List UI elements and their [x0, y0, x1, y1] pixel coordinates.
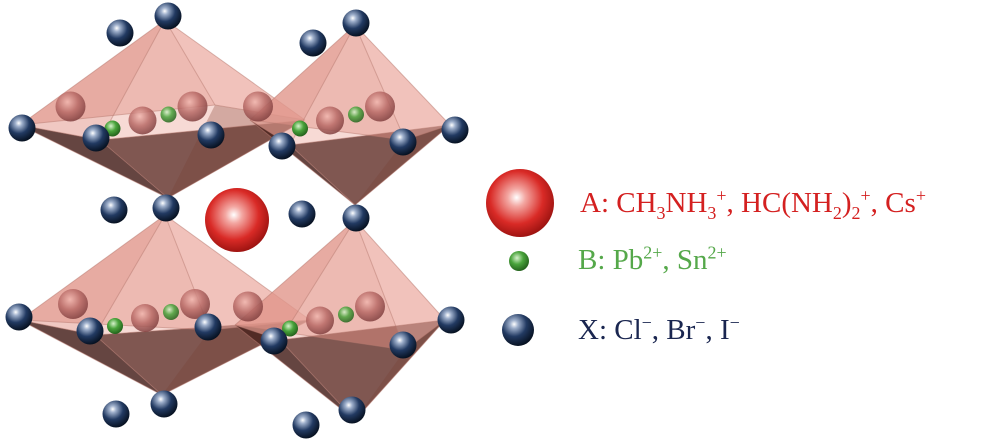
inner-sphere — [128, 106, 157, 135]
octahedron-edge — [164, 19, 216, 106]
b-ion-sphere — [104, 120, 121, 137]
legend-x-label: X: Cl−, Br−, I− — [578, 311, 740, 346]
inner-sphere — [55, 91, 86, 122]
legend-b-row: B: Pb2+, Sn2+ — [508, 242, 727, 276]
octahedron-1 — [19, 19, 306, 199]
navy-sphere-icon — [502, 314, 534, 346]
legend-x-row: X: Cl−, Br−, I− — [500, 312, 740, 348]
octahedron-edge — [99, 139, 169, 199]
x-anion-sphere — [150, 390, 178, 418]
x-anion-sphere — [100, 196, 128, 224]
octahedron-edge — [19, 124, 169, 199]
a-site-cation-sphere — [205, 188, 269, 252]
octahedron-face — [20, 215, 165, 335]
octahedron-edge — [19, 214, 166, 321]
b-ion-sphere — [338, 306, 354, 323]
octahedron-face — [250, 25, 355, 145]
octahedron-edge — [249, 119, 356, 206]
x-anion-sphere — [342, 9, 370, 37]
octahedron-edge — [354, 24, 406, 141]
octahedron-edge — [279, 219, 356, 341]
x-anion-sphere — [5, 303, 33, 331]
legend-b-label: B: Pb2+, Sn2+ — [578, 242, 727, 276]
octahedron-edge — [99, 19, 166, 141]
x-anion-sphere — [102, 400, 130, 428]
x-anion-sphere — [338, 396, 366, 424]
b-ion-sphere — [348, 106, 364, 123]
inner-sphere — [131, 304, 159, 332]
x-anion-sphere — [292, 411, 320, 439]
octahedron-edge — [354, 219, 446, 321]
b-ion-sphere — [163, 304, 179, 320]
small-green-sphere-icon — [509, 250, 529, 271]
x-anion-sphere — [342, 204, 370, 232]
octahedron-edge — [354, 319, 446, 421]
octahedron-edge — [234, 324, 356, 421]
b-ion-sphere — [160, 106, 177, 123]
legend-a-row: A: CH3NH3+, HC(NH2)2+, Cs+ — [484, 167, 926, 239]
inner-sphere — [58, 289, 88, 319]
octahedron-edge — [354, 24, 451, 126]
large-red-sphere-icon — [486, 169, 554, 237]
x-anion-sphere — [76, 317, 104, 345]
inner-sphere — [365, 91, 395, 122]
x-anion-sphere — [152, 194, 180, 222]
inner-sphere — [180, 289, 210, 319]
x-anion-sphere — [288, 200, 316, 228]
octahedron-edge — [354, 219, 406, 351]
inner-sphere — [355, 291, 385, 322]
octahedron-edge — [94, 334, 163, 396]
inner-sphere — [233, 291, 263, 322]
x-anion-sphere — [268, 132, 296, 160]
x-anion-sphere — [441, 116, 469, 144]
octahedron-2 — [243, 24, 451, 206]
octahedron-edge — [19, 19, 166, 126]
octahedron-edge — [234, 324, 406, 351]
b-ion-sphere — [282, 320, 298, 337]
inner-sphere — [243, 91, 273, 122]
x-anion-sphere — [8, 114, 36, 142]
octahedron-face — [235, 220, 355, 340]
x-anion-sphere — [194, 313, 222, 341]
x-anion-sphere — [82, 124, 110, 152]
ions-layer — [5, 2, 469, 439]
x-anion-sphere — [437, 306, 465, 334]
inner-sphere — [316, 106, 344, 135]
b-ion-sphere — [107, 318, 123, 334]
inner-sphere — [306, 306, 334, 335]
b-ion-sphere — [292, 120, 308, 137]
x-anion-sphere — [260, 327, 288, 355]
x-anion-sphere — [106, 19, 134, 47]
x-anion-sphere — [197, 121, 225, 149]
x-anion-sphere — [154, 2, 182, 30]
x-anion-sphere — [389, 331, 417, 359]
octahedron-edge — [19, 319, 163, 396]
x-anion-sphere — [389, 128, 417, 156]
inner-sphere — [177, 91, 208, 122]
octahedron-edge — [289, 144, 356, 206]
octahedron-4 — [233, 219, 446, 421]
octahedron-edge — [279, 319, 446, 341]
octahedron-edge — [354, 124, 451, 206]
octahedron-edge — [94, 214, 166, 336]
legend-a-label: A: CH3NH3+, HC(NH2)2+, Cs+ — [580, 184, 926, 223]
x-anion-sphere — [299, 29, 327, 57]
